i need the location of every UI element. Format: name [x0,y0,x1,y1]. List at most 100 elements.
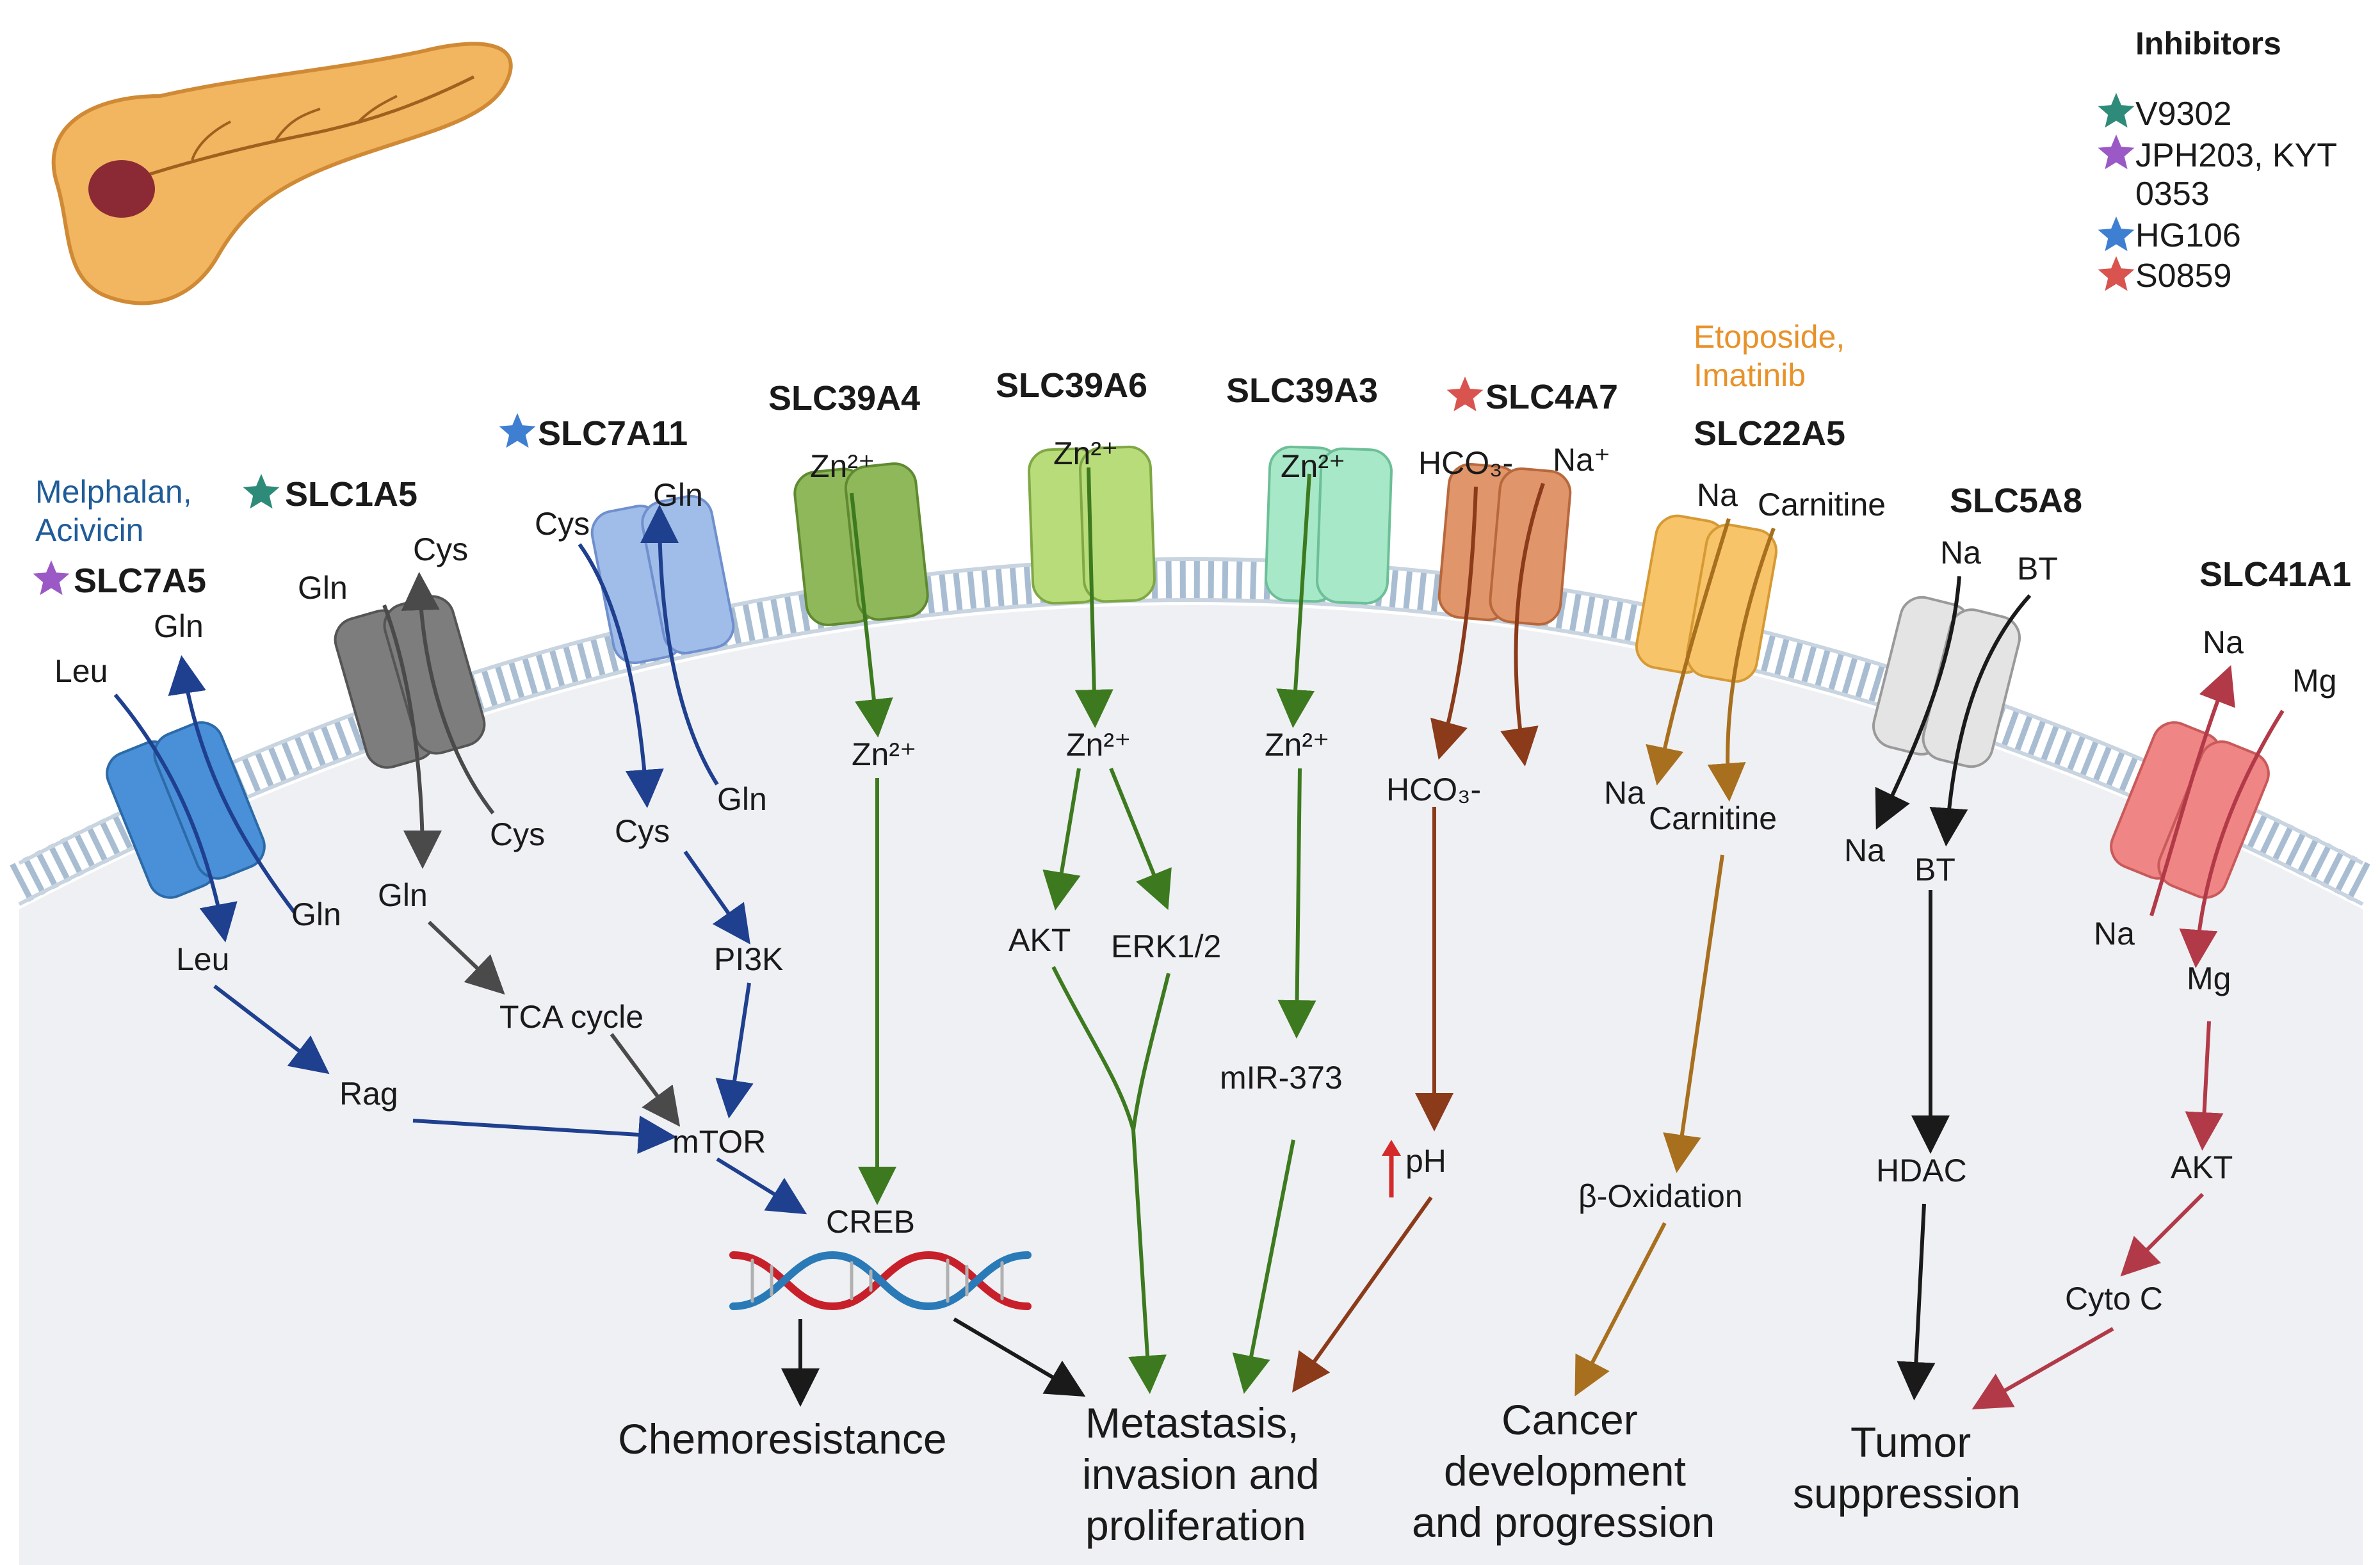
label-tca-cycle: TCA cycle [499,999,644,1035]
label-akt-2: AKT [2171,1149,2233,1185]
slc5a8-arrows [1875,576,2032,1400]
label-zn-out: Zn²⁺ [1281,448,1345,484]
outcome-cancer-2: development [1444,1447,1686,1495]
legend-star-icon [2098,134,2135,170]
legend-item-hg106: HG106 [2135,217,2241,254]
channel-slc1a5 [334,595,486,769]
label-gln-out: Gln [298,570,348,606]
protein-slc7a5: SLC7A5 [74,562,206,600]
protein-slc7a11: SLC7A11 [538,414,688,453]
outcome-tumor-1: Tumor [1850,1418,1971,1466]
outcome-cancer-3: and progression [1412,1498,1715,1546]
dna-arrows [781,1317,1086,1407]
legend-item-jph203-cont: 0353 [2135,175,2210,213]
label-zn-in: Zn²⁺ [1066,727,1131,763]
channel-slc39a3 [1265,445,1393,605]
label-bt-in: BT [1915,852,1955,888]
label-carnitine-out: Carnitine [1758,487,1886,523]
label-gln-out: Gln [154,608,204,644]
label-cyto-c: Cyto C [2065,1281,2163,1317]
channel-slc4a7 [1437,463,1572,626]
outcome-metastasis-1: Metastasis, [1085,1399,1299,1447]
label-cys-in: Cys [615,813,670,849]
label-hco3-in: HCO₃- [1386,772,1481,807]
inhibitor-star-icon [1446,377,1484,412]
label-gln-in: Gln [717,781,767,817]
drug-acivicin: Acivicin [35,512,143,548]
protein-slc1a5: SLC1A5 [285,475,417,514]
legend-title: Inhibitors [2135,26,2281,61]
label-creb: CREB [826,1204,915,1240]
label-ph: pH [1405,1143,1446,1179]
legend-item-v9302: V9302 [2135,95,2231,133]
inhibitor-star-icon [499,413,536,448]
label-cys-out: Cys [535,506,590,542]
outcome-metastasis-2: invasion and [1082,1450,1320,1498]
label-na-in: Na [1844,832,1885,868]
label-mir373: mIR-373 [1220,1060,1343,1096]
legend-star-icon [2098,216,2135,252]
protein-slc39a3: SLC39A3 [1226,371,1378,410]
outcome-tumor-2: suppression [1793,1470,2021,1517]
label-beta-oxidation: β-Oxidation [1578,1178,1743,1214]
channel-slc41a1 [2110,721,2270,899]
label-carnitine-in: Carnitine [1649,800,1777,836]
protein-slc39a6: SLC39A6 [996,366,1147,405]
protein-slc41a1: SLC41A1 [2199,555,2351,594]
legend-star-icon [2098,256,2135,291]
slc7a11-arrows [578,505,807,1215]
label-mtor: mTOR [672,1124,766,1160]
arrow-up-icon [1382,1140,1401,1197]
label-gln-in: Gln [291,896,341,932]
label-zn-in: Zn²⁺ [1265,727,1329,763]
protein-slc22a5: SLC22A5 [1694,414,1845,453]
label-cys-in: Cys [490,816,545,852]
label-cys-out: Cys [413,531,468,567]
label-gln-out: Gln [653,477,703,513]
label-mg-out: Mg [2292,663,2336,699]
label-na-in: Na [2094,916,2135,952]
label-hdac: HDAC [1876,1153,1967,1188]
outcome-metastasis-3: proliferation [1085,1502,1306,1549]
channel-slc39a4 [793,462,929,626]
channel-slc39a6 [1028,445,1156,605]
slc4a7-arrows [1292,483,1545,1393]
label-akt: AKT [1008,922,1071,958]
drug-melphalan: Melphalan, [35,474,192,510]
protein-slc4a7: SLC4A7 [1485,378,1618,416]
inhibitor-star-icon [243,474,280,509]
label-erk: ERK1/2 [1111,928,1221,964]
protein-slc5a8: SLC5A8 [1950,482,2082,520]
label-bt-out: BT [2017,551,2058,587]
pancreas-illustration [51,42,513,305]
drug-etoposide: Etoposide, [1694,319,1845,355]
label-na-out: Na⁺ [1553,442,1610,478]
label-gln-in: Gln [378,877,428,913]
legend-star-icon [2098,93,2135,128]
label-leu-out: Leu [54,653,108,689]
inhibitor-star-icon [33,560,70,596]
label-na-out: Na [1697,477,1738,513]
label-na-in: Na [1604,775,1645,811]
label-leu-in: Leu [176,941,229,977]
label-mg-in: Mg [2187,961,2231,996]
slc22a5-arrows [1575,518,1776,1397]
drug-imatinib: Imatinib [1694,357,1806,393]
channel-slc7a5 [106,721,266,899]
outcome-cancer-1: Cancer [1502,1396,1638,1443]
label-zn-in: Zn²⁺ [852,736,916,772]
label-na-out: Na [1940,535,1981,571]
protein-slc39a4: SLC39A4 [768,379,920,418]
slc41a1-arrows [1971,665,2285,1409]
label-hco3-out: HCO₃- [1418,445,1513,481]
dna-helix-icon [729,1251,1032,1311]
legend-item-s0859: S0859 [2135,257,2231,295]
slc7a5-arrows [113,655,677,1154]
legend-item-jph203: JPH203, KYT [2135,137,2337,174]
outcome-chemoresistance: Chemoresistance [618,1415,947,1463]
slc1a5-arrows [382,572,681,1127]
label-rag: Rag [339,1076,398,1112]
label-zn-out: Zn²⁺ [810,448,875,484]
zinc-arrows [850,467,1316,1394]
